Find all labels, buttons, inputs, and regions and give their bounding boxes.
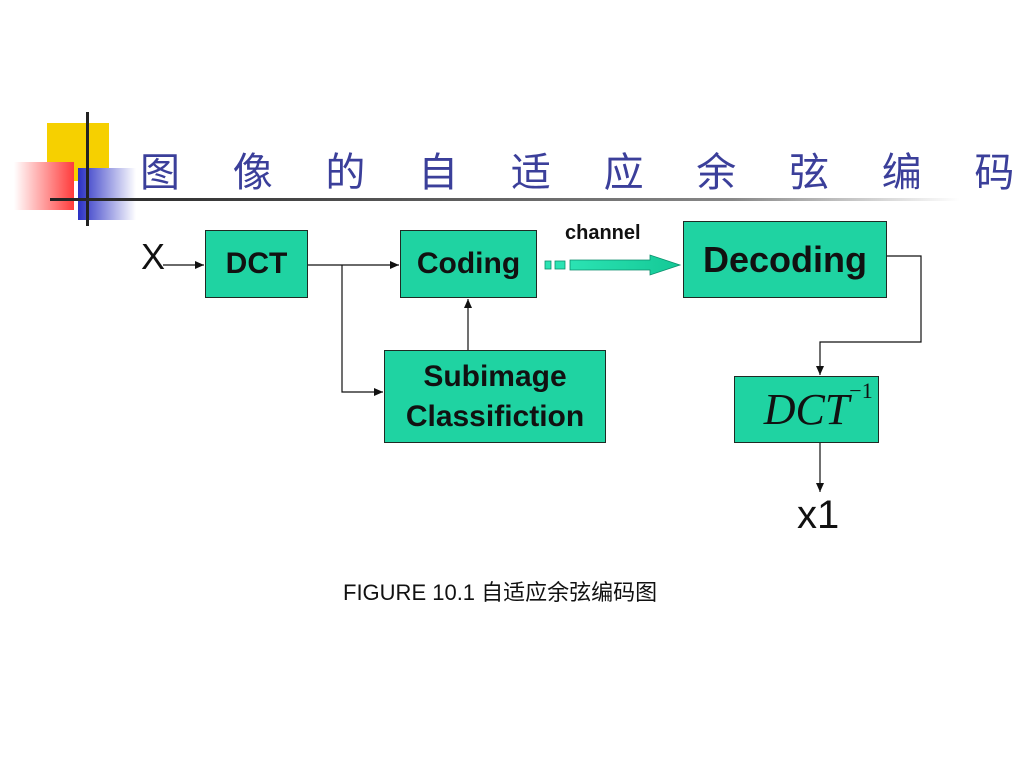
input-label: X [141,236,166,277]
output-label: x1 [797,493,840,537]
inverse-dct-exponent: −1 [849,378,873,403]
dct-node-label: DCT [225,247,288,280]
inverse-dct-node: DCT−1 [734,376,879,443]
edge-dct-to-subimage [341,265,383,396]
edge-decoding-to-idct [816,255,922,375]
deco-red-bar [14,162,74,210]
decoding-node-label: Decoding [702,238,867,280]
dct-node: DCT [205,230,308,298]
subimage-classification-node: Subimage Classifiction [384,350,606,443]
figure-caption: FIGURE 10.1 自适应余弦编码图 [343,580,658,605]
channel-label: channel [565,222,641,244]
slide-title: 图 像 的 自 适 应 余 弦 编 码 [140,150,1024,196]
coding-node: Coding [400,230,537,298]
inverse-dct-base: DCT [763,385,850,434]
deco-vertical-line [86,112,89,226]
coding-node-label: Coding [416,247,521,280]
decoding-node: Decoding [683,221,887,298]
channel-arrow [544,254,682,276]
deco-horizontal-line [50,198,960,201]
inverse-dct-formula: DCT−1 [763,378,873,435]
subimage-label-line2: Classifiction [405,399,585,433]
subimage-label-line1: Subimage [423,359,567,393]
